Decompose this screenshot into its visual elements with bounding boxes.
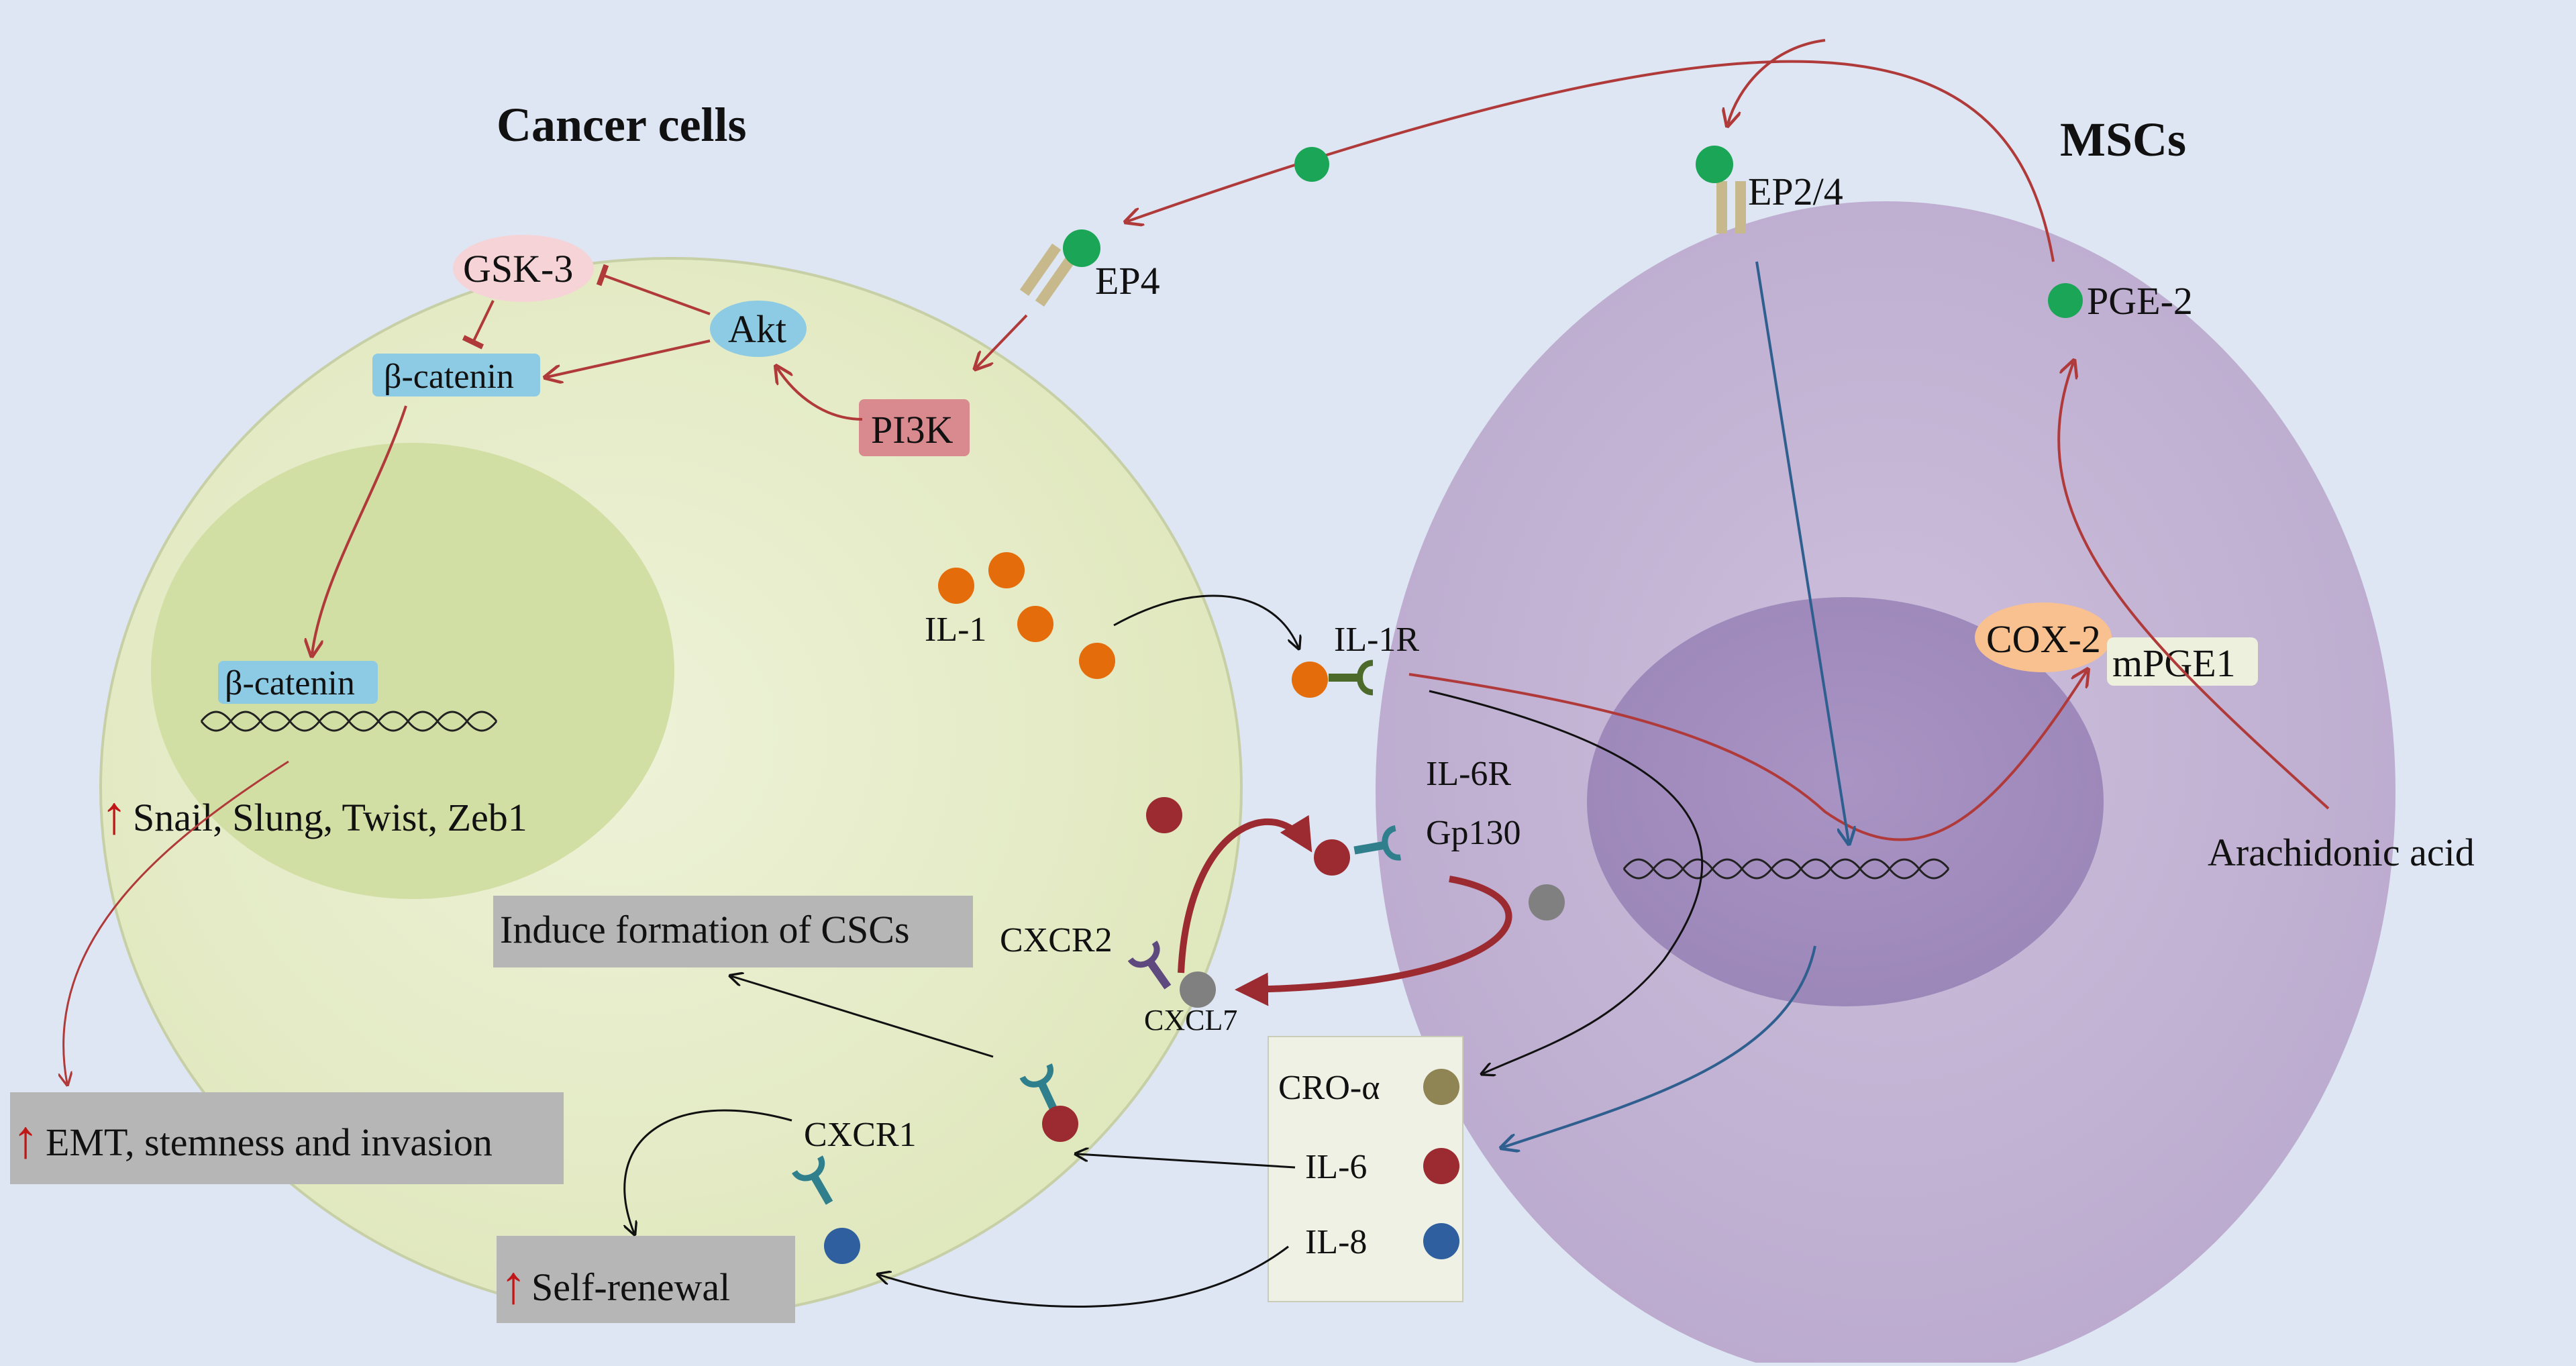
ligand-dot-icon (938, 568, 974, 604)
cxcl7-label: CXCL7 (1144, 1004, 1237, 1037)
receptor-icon (1127, 940, 1172, 990)
ligand-dot-icon (1180, 971, 1216, 1008)
receptor-to-csc-arrow (731, 976, 994, 1058)
dna-helix-icon (200, 711, 498, 732)
legend-swatch (1423, 1069, 1459, 1105)
receptor-icon (1716, 181, 1746, 233)
ep24-label: EP2/4 (1748, 170, 1843, 213)
beta-catenin-nuclear-label: β-catenin (225, 664, 355, 702)
cxcr1-label: CXCR1 (804, 1116, 917, 1154)
cancer-nucleus (151, 443, 674, 899)
il1r-to-cro-alpha-arrow (1429, 690, 1704, 1073)
mpge1-node (2107, 637, 2258, 686)
cox2-node (1975, 602, 2112, 672)
ligand-dot-icon (1079, 643, 1115, 679)
akt-inhibits-gsk3 (596, 264, 711, 315)
mscs-title: MSCs (2060, 113, 2186, 166)
genes-label: Snail, Slung, Twist, Zeb1 (133, 796, 527, 839)
pi3k-to-akt-arrow (777, 368, 863, 421)
nucleus-to-il6-arrow (1503, 945, 1816, 1147)
akt-label: Akt (728, 307, 786, 351)
receptor-icon (1329, 660, 1374, 696)
ligand-dot-icon (1696, 146, 1733, 183)
beta-catenin-node (372, 354, 540, 397)
dna-helix-icon (1622, 858, 1950, 880)
cancer-cells-title: Cancer cells (497, 98, 747, 152)
cxcr1-to-self-renewal-arrow (625, 1109, 792, 1233)
genes-to-emt-arrow (64, 760, 289, 1084)
emt-outcome-label: EMT, stemness and invasion (46, 1120, 493, 1164)
receptor-icon (1019, 1063, 1058, 1113)
legend-label: IL-6 (1305, 1148, 1367, 1186)
pge2-to-ep24-arrow (1728, 39, 1826, 124)
cxcr2-label: CXCR2 (1000, 921, 1113, 959)
il1-label: IL-1 (925, 611, 986, 649)
msc-nucleus (1587, 597, 2104, 1006)
akt-node (710, 301, 807, 357)
receptor-icon (792, 1155, 833, 1205)
beta-catenin-label: β-catenin (384, 358, 514, 396)
ligand-dot-icon (1292, 662, 1328, 698)
receptor-icon (1019, 243, 1077, 307)
gsk3-label: GSK-3 (463, 247, 573, 291)
ligand-dot-icon (1063, 229, 1100, 267)
ep24-to-nucleus-arrow (1755, 261, 1849, 842)
ligand-dot-icon (1294, 147, 1329, 182)
gp130-label: Gp130 (1426, 814, 1521, 852)
cox2-label: COX-2 (1986, 617, 2101, 661)
ligand-dot-icon (1314, 839, 1350, 876)
ep4-to-pi3k-arrow (976, 314, 1028, 368)
ligand-dot-icon (1042, 1106, 1078, 1142)
gsk3-inhibits-beta-catenin (462, 300, 495, 350)
csc-outcome-label: Induce formation of CSCs (500, 908, 910, 951)
legend-label: CRO-α (1278, 1069, 1380, 1107)
self-renewal-box (497, 1236, 795, 1323)
ligand-dot-icon (2048, 283, 2083, 318)
receptor-icon (1353, 825, 1402, 861)
ligand-dot-icon (1529, 884, 1565, 921)
cxcr2-to-il6r-arrow (1178, 815, 1312, 974)
il8-to-cxcr1-arrow (879, 1245, 1289, 1308)
akt-to-beta-catenin-arrow (547, 339, 711, 377)
legend-swatch (1423, 1223, 1459, 1259)
il6-to-receptor-arrow (1077, 1154, 1296, 1169)
gsk3-node (453, 235, 594, 302)
arachidonic-to-pge2-arrow (2057, 362, 2330, 810)
csc-outcome-box (493, 896, 973, 967)
legend-label: IL-8 (1305, 1223, 1367, 1261)
gp130-to-cxcl7-arrow (1235, 876, 1512, 1006)
genes-up-arrow: ↑ (101, 786, 127, 845)
il6r-label: IL-6R (1426, 755, 1511, 793)
self-renewal-up-arrow: ↑ (500, 1256, 527, 1315)
self-renewal-label: Self-renewal (531, 1265, 730, 1309)
il1r-label: IL-1R (1334, 621, 1419, 659)
emt-up-arrow: ↑ (12, 1110, 39, 1169)
ep4-label: EP4 (1095, 259, 1160, 303)
pge2-to-ep4-arrow (1127, 60, 2055, 262)
pge2-label: PGE-2 (2087, 279, 2193, 323)
ligand-dot-icon (824, 1228, 860, 1264)
il1r-to-cox2-arrow (1408, 671, 2087, 841)
il1-to-il1r-arrow (1113, 594, 1298, 647)
pi3k-node (859, 399, 970, 456)
beta-catenin-nuclear-node (218, 661, 378, 704)
beta-catenin-to-nucleus-arrow (312, 405, 407, 654)
emt-outcome-box (10, 1092, 564, 1184)
ligand-dot-icon (988, 552, 1025, 588)
pi3k-label: PI3K (871, 408, 954, 452)
legend-swatch (1423, 1148, 1459, 1184)
ligand-dot-icon (1017, 606, 1053, 642)
arachidonic-acid-label: Arachidonic acid (2208, 831, 2475, 874)
ligand-dot-icon (1146, 797, 1182, 833)
